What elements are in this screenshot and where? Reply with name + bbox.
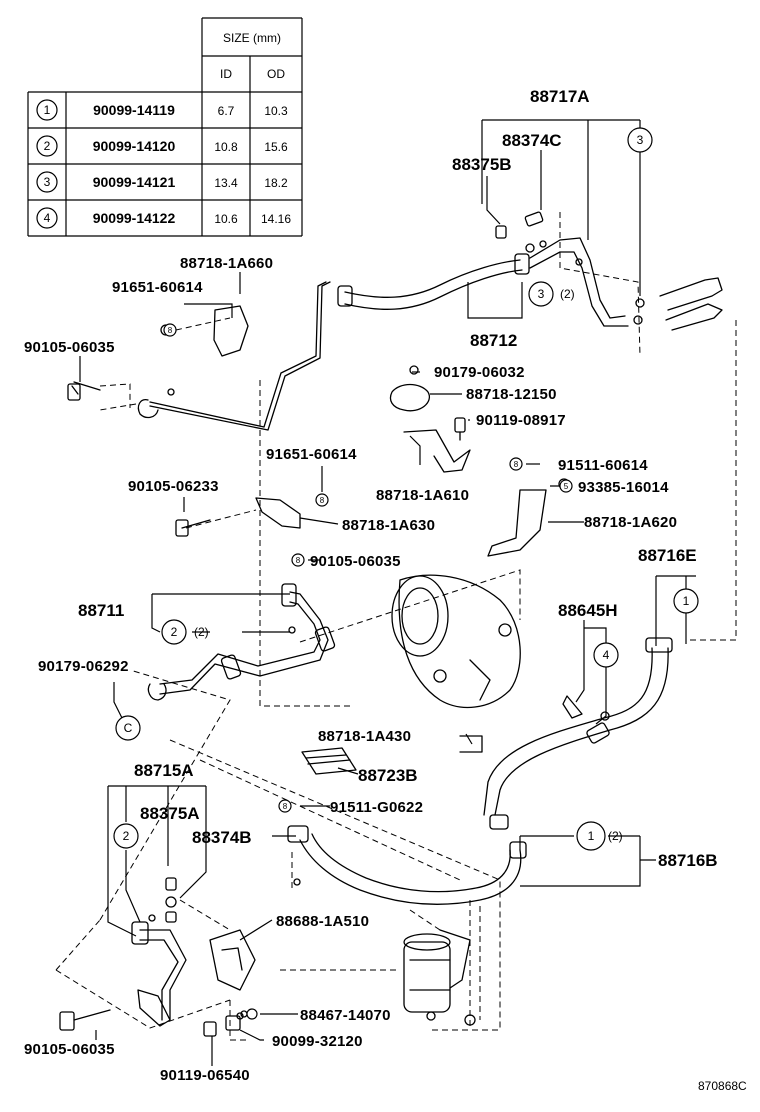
part-88467-14070: 88467-14070	[300, 1007, 391, 1024]
part-88374B: 88374B	[192, 828, 252, 847]
part-88375A: 88375A	[140, 804, 200, 823]
callout-8-a	[163, 323, 177, 337]
table-row-number: 2	[44, 139, 51, 153]
table-row-od: 18.2	[264, 176, 288, 190]
callout-digit: 8	[514, 460, 519, 469]
callout-digit: 8	[296, 556, 301, 565]
part-90099-32120: 90099-32120	[272, 1033, 363, 1050]
callout-5	[559, 479, 573, 493]
table-row-number: 4	[44, 211, 51, 225]
callout-digit: 2	[123, 829, 130, 843]
part-88688-1A510: 88688-1A510	[276, 913, 369, 930]
part-88718-1A660: 88718-1A660	[180, 255, 273, 272]
callout-circles	[113, 127, 699, 1020]
callout-1-88716E	[673, 588, 699, 614]
callout-digit: 3	[637, 133, 644, 147]
part-88716E: 88716E	[638, 546, 697, 565]
part-88374C: 88374C	[502, 131, 562, 150]
diagram-code: 870868C	[698, 1079, 747, 1093]
callout-8-e	[278, 799, 292, 813]
callout-1-88716B	[576, 821, 606, 851]
part-88718-1A610: 88718-1A610	[376, 487, 469, 504]
callout-8-b	[315, 493, 329, 507]
part-90119-06540: 90119-06540	[160, 1067, 250, 1084]
part-91511-G0622: 91511-G0622	[330, 799, 423, 816]
table-row-part: 90099-14119	[93, 102, 175, 118]
callout-digit: 1	[683, 594, 690, 608]
part-88718-1A430: 88718-1A430	[318, 728, 411, 745]
part-88712: 88712	[470, 331, 517, 350]
part-88375B: 88375B	[452, 155, 512, 174]
callout-C	[115, 715, 141, 741]
dashed-guides	[55, 212, 737, 1041]
part-90105-06233: 90105-06233	[128, 478, 219, 495]
part-90105-06035-c: 90105-06035	[24, 1041, 115, 1058]
part-88645H: 88645H	[558, 601, 618, 620]
callout-digit: 3	[538, 287, 545, 301]
part-88718-12150: 88718-12150	[466, 386, 557, 403]
part-88717A: 88717A	[530, 87, 590, 106]
part-88711: 88711	[78, 601, 124, 620]
table-row-id: 10.6	[214, 212, 238, 226]
table-row-part: 90099-14121	[93, 174, 176, 190]
callout-digit: C	[124, 721, 133, 735]
table-row-part: 90099-14120	[93, 138, 176, 154]
part-90105-06035-b: 90105-06035	[310, 553, 401, 570]
leader-lines	[79, 119, 696, 1066]
callout-4-88645H	[593, 642, 619, 668]
part-90105-06035-a: 90105-06035	[24, 339, 115, 356]
callout-8-d	[509, 457, 523, 471]
callout-digit: 8	[283, 802, 288, 811]
part-93385-16014: 93385-16014	[578, 479, 669, 496]
table-col-id: ID	[220, 67, 232, 81]
table-row-number: 3	[44, 175, 51, 189]
callout-8-f	[246, 1008, 258, 1020]
table-row-id: 13.4	[214, 176, 238, 190]
callout-digits: 3 3 2 1 4 C 2 1 8 8 8 8 5 8	[123, 133, 690, 843]
size-table	[27, 17, 303, 237]
part-91651-60614-b: 91651-60614	[266, 446, 357, 463]
part-90119-08917: 90119-08917	[476, 412, 566, 429]
table-row-od: 14.16	[261, 212, 291, 226]
callout-digit: 2	[171, 625, 178, 639]
table-row-1: 1 90099-14119 6.7 10.3	[36, 99, 288, 121]
callout-digit: 8	[320, 496, 325, 505]
part-88715A: 88715A	[134, 761, 194, 780]
table-row-part: 90099-14122	[93, 210, 176, 226]
table-row-od: 15.6	[264, 140, 288, 154]
part-88718-1A620: 88718-1A620	[584, 514, 677, 531]
callout-2-88715A	[113, 823, 139, 849]
callout-2-88711	[161, 619, 187, 645]
part-88718-1A630: 88718-1A630	[342, 517, 435, 534]
table-col-od: OD	[267, 67, 285, 81]
part-90179-06292: 90179-06292	[38, 658, 129, 675]
table-row-3: 3 90099-14121 13.4 18.2	[36, 171, 288, 193]
callout-digit: 4	[603, 648, 610, 662]
callout-digit: 8	[168, 326, 173, 335]
table-row-4: 4 90099-14122 10.6 14.16	[36, 207, 291, 229]
part-88716B: 88716B	[658, 851, 718, 870]
table-row-2: 2 90099-14120 10.8 15.6	[36, 135, 288, 157]
qty-label-88712: (2)	[560, 287, 575, 301]
callout-digit: 5	[564, 482, 569, 491]
callout-8-c	[291, 553, 305, 567]
pipe-drawings	[59, 211, 723, 1037]
qty-label-88711: (2)	[194, 625, 209, 639]
part-91511-60614: 91511-60614	[558, 457, 648, 474]
part-88723B: 88723B	[358, 766, 418, 785]
table-row-number: 1	[44, 103, 51, 117]
table-row-id: 10.8	[214, 140, 238, 154]
callout-3-top	[627, 127, 653, 153]
part-90179-06032: 90179-06032	[434, 364, 525, 381]
callout-digit: 1	[588, 829, 595, 843]
table-size-header: SIZE (mm)	[223, 31, 281, 45]
table-row-id: 6.7	[218, 104, 235, 118]
callout-3-mid	[528, 281, 554, 307]
qty-label-88716B: (2)	[608, 829, 623, 843]
part-91651-60614-a: 91651-60614	[112, 279, 203, 296]
table-row-od: 10.3	[264, 104, 288, 118]
